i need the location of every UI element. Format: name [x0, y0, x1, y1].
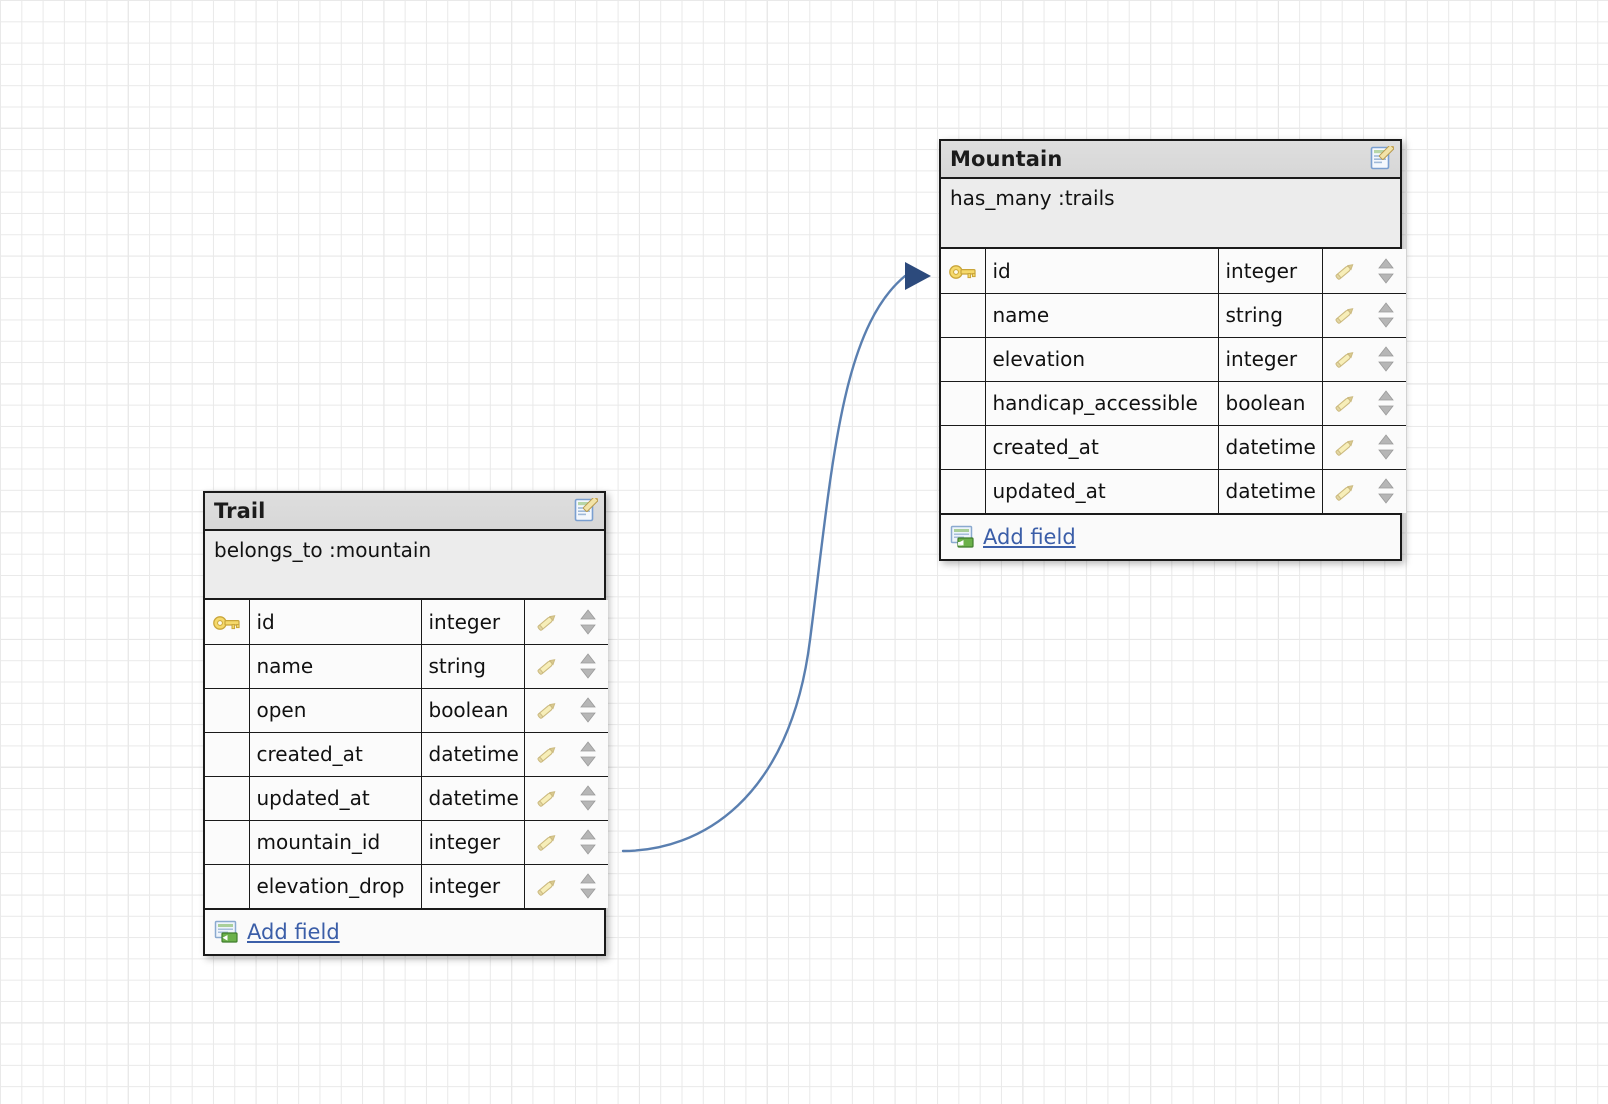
field-name-cell: updated_at — [985, 469, 1219, 513]
field-name-cell: mountain_id — [249, 820, 422, 865]
add-field-icon — [950, 525, 976, 549]
entity-association-trail: belongs_to :mountain — [205, 531, 604, 600]
pencil-icon[interactable] — [524, 820, 568, 865]
sort-arrows-icon[interactable] — [568, 600, 608, 645]
sort-arrows-icon[interactable] — [1366, 249, 1406, 294]
sort-arrows-icon[interactable] — [568, 864, 608, 908]
field-type-cell: integer — [421, 864, 525, 908]
field-name-cell: elevation — [985, 337, 1219, 382]
field-name-cell: name — [249, 644, 422, 689]
field-type-cell: datetime — [421, 776, 525, 821]
field-name-cell: created_at — [985, 425, 1219, 470]
add-field-row-mountain[interactable]: Add field — [941, 513, 1400, 559]
entity-header-mountain[interactable]: Mountain — [941, 141, 1400, 179]
pencil-icon[interactable] — [1322, 337, 1366, 382]
key-cell-empty — [941, 293, 986, 338]
field-type-cell: datetime — [421, 732, 525, 777]
field-type-cell: boolean — [421, 688, 525, 733]
field-name-cell: updated_at — [249, 776, 422, 821]
entity-title: Trail — [214, 499, 266, 523]
pencil-icon[interactable] — [1322, 469, 1366, 513]
add-field-label[interactable]: Add field — [247, 920, 340, 944]
field-type-cell: integer — [421, 820, 525, 865]
key-cell-empty — [205, 688, 250, 733]
sort-arrows-icon[interactable] — [1366, 337, 1406, 382]
primary-key-cell — [941, 249, 986, 294]
key-cell-empty — [205, 644, 250, 689]
pencil-icon[interactable] — [1322, 293, 1366, 338]
pencil-icon[interactable] — [524, 732, 568, 777]
field-type-cell: boolean — [1218, 381, 1323, 426]
pencil-icon[interactable] — [1322, 425, 1366, 470]
sort-arrows-icon[interactable] — [568, 688, 608, 733]
key-cell-empty — [941, 425, 986, 470]
sort-arrows-icon[interactable] — [568, 732, 608, 777]
sort-arrows-icon[interactable] — [1366, 425, 1406, 470]
key-cell-empty — [205, 820, 250, 865]
field-name-cell: id — [985, 249, 1219, 294]
pencil-icon[interactable] — [524, 600, 568, 645]
field-type-cell: integer — [1218, 337, 1323, 382]
add-field-row-trail[interactable]: Add field — [205, 908, 604, 954]
sort-arrows-icon[interactable] — [568, 776, 608, 821]
edit-table-icon[interactable] — [1368, 142, 1397, 172]
field-type-cell: datetime — [1218, 469, 1323, 513]
entity-association-mountain: has_many :trails — [941, 179, 1400, 249]
sort-arrows-icon[interactable] — [568, 820, 608, 865]
sort-arrows-icon[interactable] — [568, 644, 608, 689]
key-cell-empty — [941, 469, 986, 513]
key-cell-empty — [205, 732, 250, 777]
field-type-cell: string — [1218, 293, 1323, 338]
key-cell-empty — [205, 864, 250, 908]
primary-key-cell — [205, 600, 250, 645]
pencil-icon[interactable] — [524, 644, 568, 689]
pencil-icon[interactable] — [524, 776, 568, 821]
field-type-cell: integer — [421, 600, 525, 645]
field-name-cell: elevation_drop — [249, 864, 422, 908]
pencil-icon[interactable] — [524, 688, 568, 733]
pencil-icon[interactable] — [1322, 381, 1366, 426]
entity-title: Mountain — [950, 147, 1063, 171]
field-type-cell: integer — [1218, 249, 1323, 294]
key-cell-empty — [205, 776, 250, 821]
pencil-icon[interactable] — [1322, 249, 1366, 294]
field-name-cell: open — [249, 688, 422, 733]
pencil-icon[interactable] — [524, 864, 568, 908]
key-cell-empty — [941, 381, 986, 426]
field-name-cell: created_at — [249, 732, 422, 777]
edit-table-icon[interactable] — [572, 494, 601, 524]
add-field-icon — [214, 920, 240, 944]
key-cell-empty — [941, 337, 986, 382]
entity-header-trail[interactable]: Trail — [205, 493, 604, 531]
sort-arrows-icon[interactable] — [1366, 293, 1406, 338]
field-type-cell: datetime — [1218, 425, 1323, 470]
field-name-cell: handicap_accessible — [985, 381, 1219, 426]
field-name-cell: name — [985, 293, 1219, 338]
sort-arrows-icon[interactable] — [1366, 381, 1406, 426]
field-name-cell: id — [249, 600, 422, 645]
field-type-cell: string — [421, 644, 525, 689]
sort-arrows-icon[interactable] — [1366, 469, 1406, 513]
add-field-label[interactable]: Add field — [983, 525, 1076, 549]
